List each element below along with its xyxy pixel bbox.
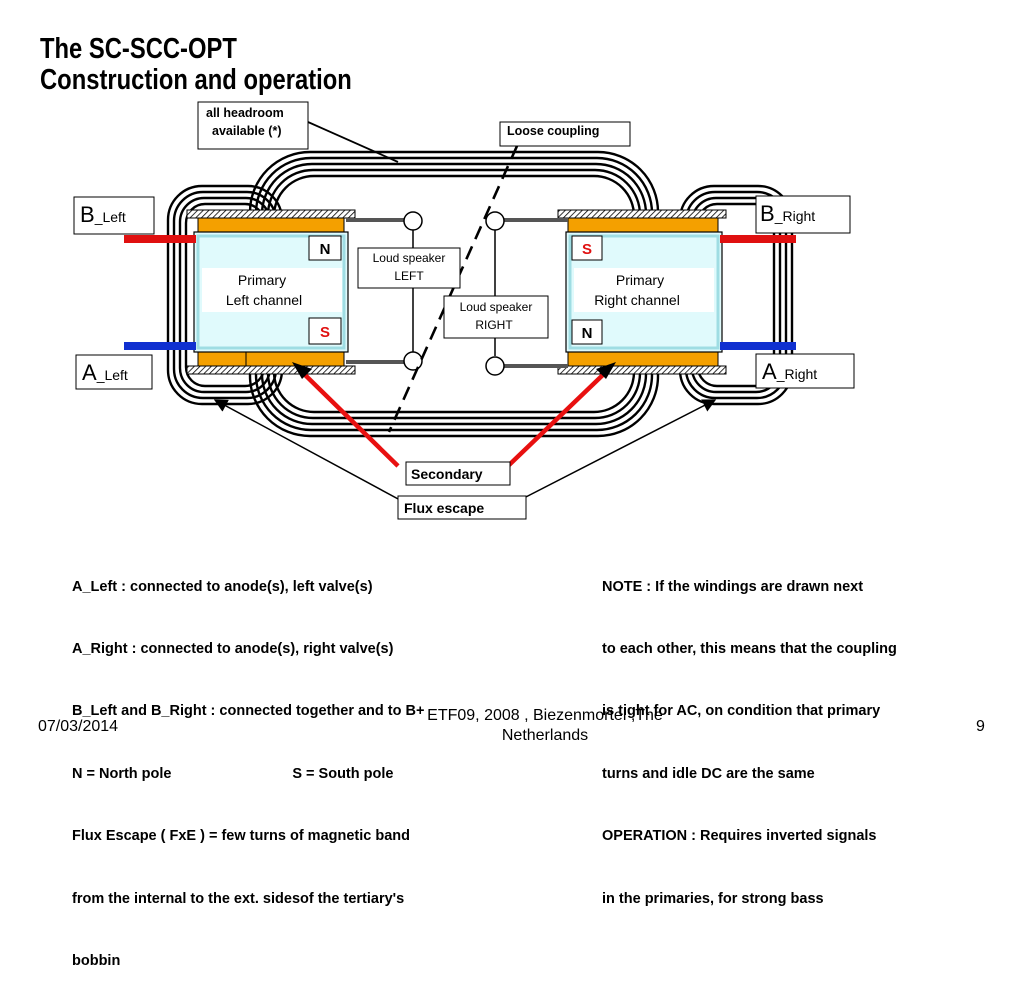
speaker-left-line-2: LEFT: [394, 269, 424, 283]
a-right-label: A_Right: [755, 353, 855, 389]
secondary-callout: Secondary: [405, 461, 511, 486]
b-left-sub: _Left: [94, 209, 126, 225]
headroom-callout: all headroom available (*): [197, 101, 309, 150]
flux-leader-left: [213, 399, 401, 501]
primary-right-line-1: Primary: [616, 272, 664, 288]
notes-left-line: N = North pole S = South pole: [72, 765, 394, 782]
notes-right-line: is tight for AC, on condition that prima…: [602, 703, 881, 720]
notes-left-line: from the internal to the ext. sidesof th…: [72, 890, 405, 907]
primary-right-line-2: Right channel: [594, 292, 680, 308]
flux-escape-callout: Flux escape: [397, 495, 527, 520]
pole-right-bottom-text: N: [582, 325, 593, 342]
b-right-sub: _Right: [774, 208, 816, 224]
speaker-left-wiring: [346, 211, 423, 371]
transformer-diagram: all headroom available (*) Loose couplin…: [73, 101, 855, 520]
pole-right-top: S: [571, 235, 603, 261]
svg-text:B_Right: B_Right: [760, 201, 815, 226]
footer-date: 07/03/2014: [38, 718, 119, 735]
speaker-right-line-1: Loud speaker: [460, 300, 533, 314]
loose-coupling-callout: Loose coupling: [499, 121, 631, 147]
notes-right-line: NOTE : If the windings are drawn next: [602, 578, 864, 595]
svg-text:B_Left: B_Left: [80, 202, 126, 227]
b-right-lead: [720, 235, 796, 243]
primary-left-line-2: Left channel: [226, 292, 302, 308]
loose-coupling-line: [387, 145, 519, 433]
notes-left: A_Left : connected to anode(s), left val…: [72, 535, 424, 993]
flux-escape-label: Flux escape: [404, 500, 484, 516]
notes-right-line: turns and idle DC are the same: [602, 765, 815, 782]
headroom-line-1: all headroom: [206, 106, 284, 120]
a-left-lead: [124, 342, 196, 350]
pole-right-top-text: S: [582, 241, 592, 258]
a-left-sub: _Left: [96, 367, 128, 383]
a-right-sub: _Right: [776, 366, 818, 382]
title-line-1: The SC-SCC-OPT: [40, 33, 237, 65]
speaker-right-label: Loud speaker RIGHT: [443, 295, 549, 339]
slide-title: The SC-SCC-OPT Construction and operatio…: [40, 34, 352, 96]
speaker-right-wiring: [485, 211, 568, 376]
b-right-letter: B: [760, 201, 775, 226]
notes-left-line: Flux Escape ( FxE ) = few turns of magne…: [72, 828, 410, 845]
pole-left-top-text: N: [320, 241, 331, 258]
flux-leader-right: [519, 399, 717, 501]
pole-left-bottom-text: S: [320, 324, 330, 341]
speaker-left-label: Loud speaker LEFT: [357, 247, 461, 289]
svg-text:A_Right: A_Right: [762, 359, 817, 384]
notes-left-line: A_Right : connected to anode(s), right v…: [72, 640, 394, 657]
speaker-left-line-1: Loud speaker: [373, 251, 446, 265]
pole-right-bottom: N: [571, 319, 603, 345]
loose-coupling-label: Loose coupling: [507, 124, 599, 138]
secondary-arrow-left: [292, 362, 400, 468]
b-left-letter: B: [80, 202, 95, 227]
title-line-2: Construction and operation: [40, 64, 352, 96]
notes-right-line: in the primaries, for strong bass: [602, 890, 824, 907]
notes-left-line: B_Left and B_Right : connected together …: [72, 703, 425, 720]
a-right-lead: [720, 342, 796, 350]
primary-left-label: Primary Left channel: [202, 268, 342, 312]
secondary-label: Secondary: [411, 466, 483, 482]
b-right-label: B_Right: [755, 195, 851, 234]
notes-right-line: OPERATION : Requires inverted signals: [602, 828, 877, 845]
secondary-arrow-right: [506, 362, 616, 468]
primary-left-line-1: Primary: [238, 272, 286, 288]
footer-event-line-1: ETF09, 2008 , Biezenmortel ,The: [427, 707, 663, 724]
a-right-letter: A: [762, 359, 777, 384]
notes-left-line: A_Left : connected to anode(s), left val…: [72, 578, 373, 595]
notes-left-line: bobbin: [72, 952, 121, 969]
headroom-line-2: available (*): [212, 124, 281, 138]
pole-left-bottom: S: [308, 317, 342, 345]
page-number: 9: [976, 718, 985, 735]
svg-text:A_Left: A_Left: [82, 360, 128, 385]
b-left-lead: [124, 235, 196, 243]
footer-event-line-2: Netherlands: [501, 727, 589, 744]
a-left-label: A_Left: [75, 354, 153, 390]
pole-left-top: N: [308, 235, 342, 261]
speaker-right-line-2: RIGHT: [475, 318, 513, 332]
a-left-letter: A: [82, 360, 97, 385]
headroom-leader: [307, 121, 399, 163]
notes-right-line: to each other, this means that the coupl…: [602, 640, 897, 657]
b-left-label: B_Left: [73, 196, 155, 235]
primary-right-label: Primary Right channel: [574, 268, 714, 312]
footer-event: ETF09, 2008 , Biezenmortel ,The Netherla…: [380, 706, 710, 746]
